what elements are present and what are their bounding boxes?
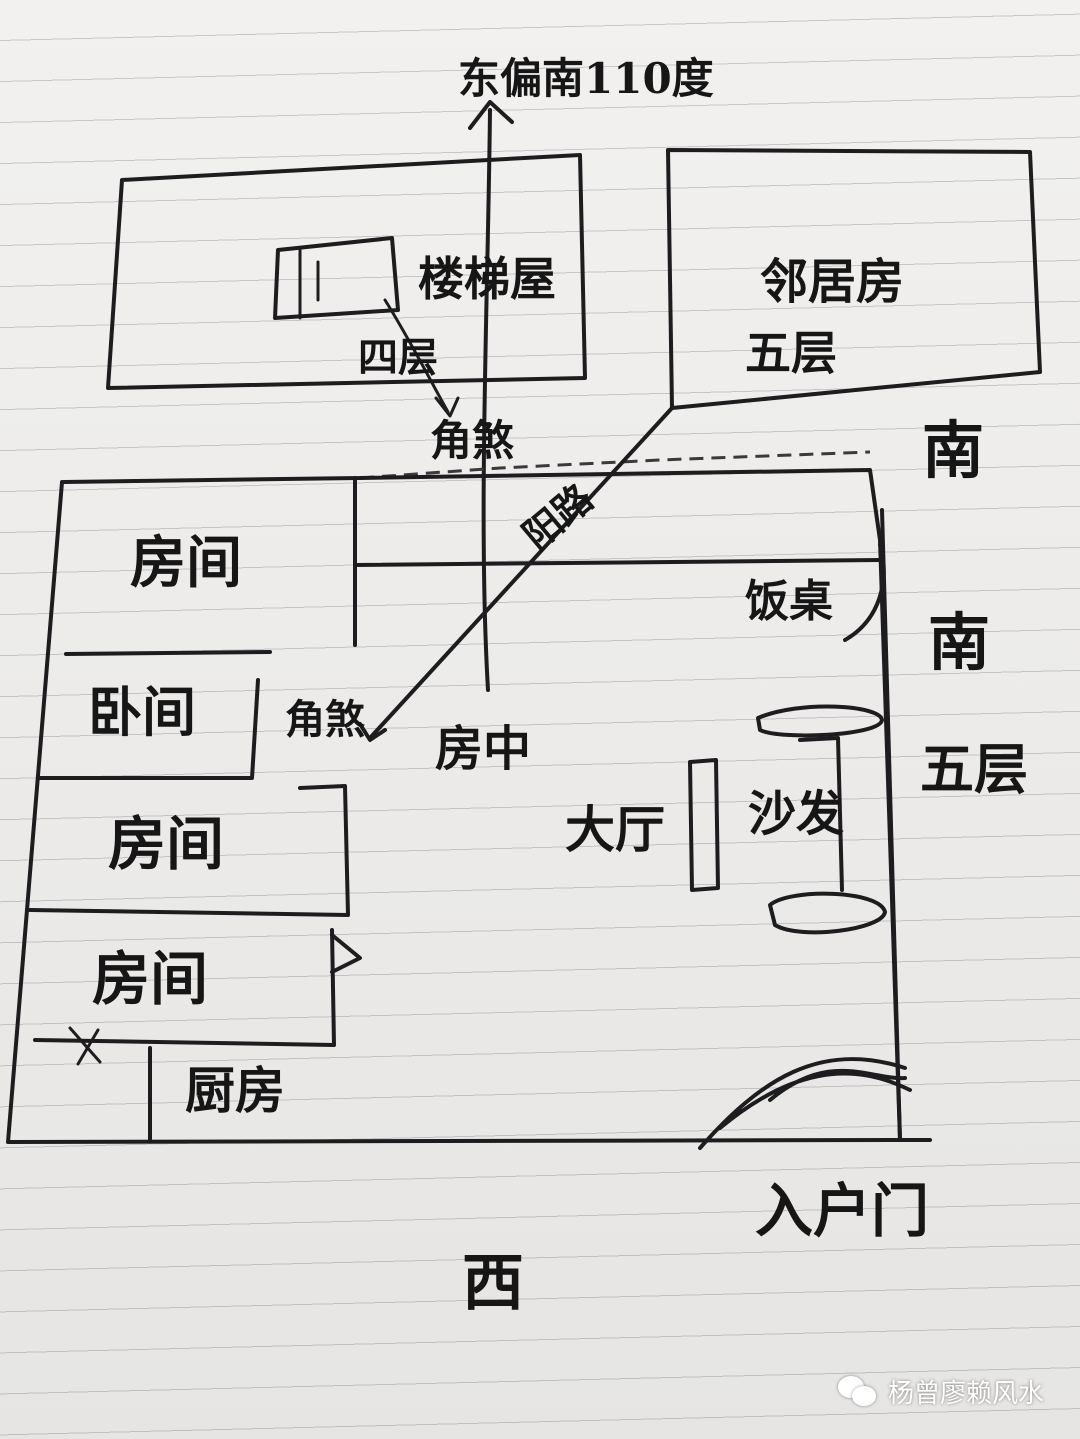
room-3-label: 房间 (108, 810, 225, 878)
road-sha-arrowhead (358, 722, 387, 742)
main-house-outline (6, 468, 902, 1144)
wechat-icon (838, 1374, 878, 1408)
sofa-back (798, 736, 844, 892)
stair-inner-mark (298, 248, 320, 320)
corner-sha-arrow (383, 298, 460, 418)
room-2-label: 卧间 (88, 680, 196, 744)
right-wall (880, 508, 932, 1142)
corner-sha-inner-label: 角煞 (285, 696, 365, 743)
coffee-table (688, 758, 720, 892)
entrance-door-label: 入户门 (755, 1177, 930, 1245)
south-side-label: 南 (922, 414, 985, 487)
wall-room1-bottom (64, 650, 272, 656)
west-side-label: 西 (462, 1246, 525, 1319)
room-1-label: 房间 (130, 530, 242, 596)
south-building-label: 南 (928, 606, 991, 679)
neighbor-house-label: 邻居房 (760, 254, 905, 310)
wall-room2-bottom (38, 678, 260, 780)
door-triangle (330, 933, 362, 974)
orientation-label: 东偏南110度 (458, 54, 714, 103)
stair-house-outline (106, 153, 587, 390)
sofa-top-cushion (756, 704, 884, 738)
stair-house-floors: 四层 (358, 334, 438, 381)
wall-room4 (33, 928, 336, 1047)
stair-inner-box (273, 236, 400, 320)
sofa-label: 沙发 (748, 786, 845, 842)
dining-curve (843, 543, 886, 642)
stair-house-label: 楼梯屋 (418, 252, 556, 306)
house-center-label: 房中 (435, 721, 532, 777)
inner-wall-top (353, 558, 882, 567)
orientation-arrow-head (468, 100, 514, 130)
kitchen-label: 厨房 (185, 1061, 285, 1120)
watermark: 杨曾廖赖风水 (838, 1370, 1044, 1412)
living-hall-label: 大厅 (565, 800, 665, 859)
dining-table-label: 饭桌 (745, 576, 833, 627)
south-building-floors: 五层 (920, 737, 1028, 801)
watermark-text: 杨曾廖赖风水 (888, 1378, 1045, 1409)
entrance-door-swing (698, 1057, 912, 1150)
corner-sha-top-label: 角煞 (430, 416, 515, 465)
neighbor-house-floors: 五层 (745, 326, 837, 380)
road-sha-diagonal (368, 406, 674, 740)
wall-room3 (28, 784, 350, 917)
cross-mark (68, 1026, 102, 1066)
orientation-arrow-line (481, 108, 492, 692)
room-4-label: 房间 (92, 945, 209, 1013)
sofa-bottom-cushion (768, 891, 887, 935)
neighbor-house-outline (666, 148, 1042, 410)
property-boundary-dashed (359, 450, 871, 480)
